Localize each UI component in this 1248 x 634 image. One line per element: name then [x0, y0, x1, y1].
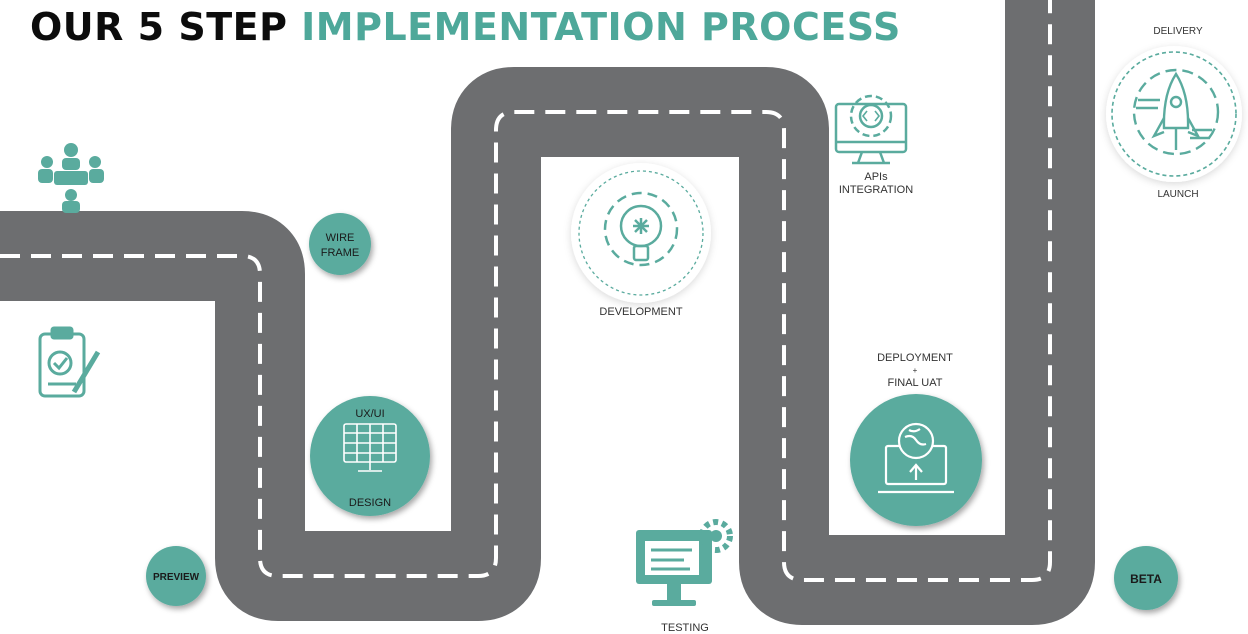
road-center-dashes: [0, 0, 1050, 580]
deployment-label-line2: +: [913, 366, 918, 375]
delivery-launch-step[interactable]: [1106, 46, 1242, 182]
team-meeting-icon: [38, 143, 104, 213]
delivery-label: DELIVERY: [1153, 26, 1203, 37]
testing-label: TESTING: [661, 622, 709, 634]
uxui-label-bottom: DESIGN: [349, 497, 391, 509]
beta-badge[interactable]: BETA: [1114, 546, 1178, 610]
title-dark-part: OUR 5 STEP: [30, 5, 302, 49]
lightbulb-gear-icon: [603, 191, 679, 267]
wireframe-label-line1: WIRE: [326, 232, 355, 244]
uxui-label-top: UX/UI: [355, 408, 384, 420]
development-label: DEVELOPMENT: [599, 306, 682, 318]
page-title: OUR 5 STEP IMPLEMENTATION PROCESS: [30, 5, 901, 50]
beta-label: BETA: [1130, 572, 1162, 586]
launch-label: LAUNCH: [1157, 189, 1198, 200]
deployment-label-line3: FINAL UAT: [887, 377, 942, 389]
monitor-layout-icon: [343, 423, 397, 472]
apis-label-line2: INTEGRATION: [839, 184, 913, 196]
wireframe-label-line2: FRAME: [321, 247, 360, 259]
monitor-gear-icon: [636, 519, 733, 606]
road: [0, 0, 1095, 625]
deployment-label-line1: DEPLOYMENT: [877, 352, 953, 364]
uxui-design-step[interactable]: UX/UI DESIGN: [310, 396, 430, 516]
preview-label: PREVIEW: [153, 572, 200, 583]
wireframe-badge[interactable]: WIRE FRAME: [309, 213, 371, 275]
title-accent-part: IMPLEMENTATION PROCESS: [301, 5, 901, 49]
apis-label-line1: APIs: [864, 171, 888, 183]
code-gear-monitor-icon: [834, 94, 908, 165]
deployment-step[interactable]: [850, 394, 982, 526]
preview-badge[interactable]: PREVIEW: [146, 546, 206, 606]
development-step[interactable]: [571, 163, 711, 303]
rocket-gear-icon: [1132, 68, 1220, 156]
laptop-globe-upload-icon: [878, 422, 954, 494]
clipboard-check-icon: [38, 326, 101, 398]
